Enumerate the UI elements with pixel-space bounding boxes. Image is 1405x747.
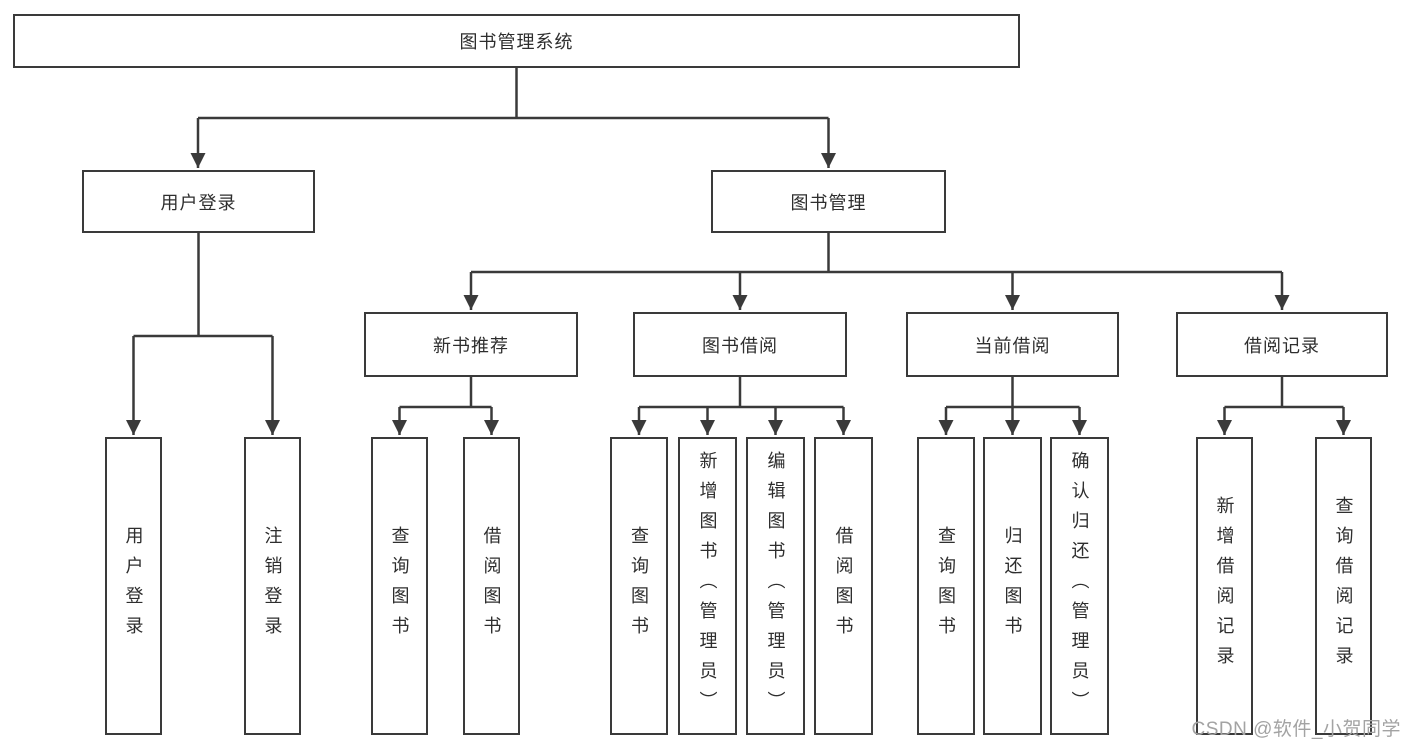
node-borrow-records: 借阅记录 (1176, 312, 1388, 377)
leaf-label: 新增图书（管理员） (697, 451, 718, 721)
leaf-return-books: 归还图书 (983, 437, 1042, 735)
leaf-label: 查询图书 (629, 526, 649, 646)
node-book-borrow: 图书借阅 (633, 312, 847, 377)
leaf-query-books-recommend: 查询图书 (371, 437, 428, 735)
leaf-add-borrow-record: 新增借阅记录 (1196, 437, 1253, 735)
leaf-user-login: 用户登录 (105, 437, 162, 735)
csdn-watermark: CSDN @软件_小贺同学 (1191, 719, 1401, 740)
leaf-query-books-current: 查询图书 (917, 437, 975, 735)
leaf-label: 确认归还（管理员） (1069, 451, 1090, 721)
leaf-query-borrow-record: 查询借阅记录 (1315, 437, 1372, 735)
leaf-label: 用户登录 (123, 526, 144, 646)
node-root-system: 图书管理系统 (13, 14, 1020, 68)
node-user-login: 用户登录 (82, 170, 315, 233)
leaf-label: 归还图书 (1002, 526, 1023, 646)
leaf-label: 查询借阅记录 (1333, 496, 1354, 676)
leaf-edit-books-admin: 编辑图书（管理员） (746, 437, 805, 735)
leaf-add-books-admin: 新增图书（管理员） (678, 437, 737, 735)
leaf-label: 查询图书 (389, 526, 410, 646)
leaf-label: 借阅图书 (481, 526, 502, 646)
leaf-confirm-return-admin: 确认归还（管理员） (1050, 437, 1109, 735)
leaf-label: 编辑图书（管理员） (765, 451, 786, 721)
leaf-borrow-books: 借阅图书 (814, 437, 873, 735)
leaf-label: 注销登录 (262, 526, 283, 646)
node-current-borrow: 当前借阅 (906, 312, 1119, 377)
leaf-label: 查询图书 (936, 526, 956, 646)
leaf-logout: 注销登录 (244, 437, 301, 735)
node-book-management: 图书管理 (711, 170, 946, 233)
leaf-label: 借阅图书 (833, 526, 854, 646)
leaf-query-books-borrow: 查询图书 (610, 437, 668, 735)
node-new-book-recommend: 新书推荐 (364, 312, 578, 377)
leaf-borrow-books-recommend: 借阅图书 (463, 437, 520, 735)
leaf-label: 新增借阅记录 (1214, 496, 1235, 676)
